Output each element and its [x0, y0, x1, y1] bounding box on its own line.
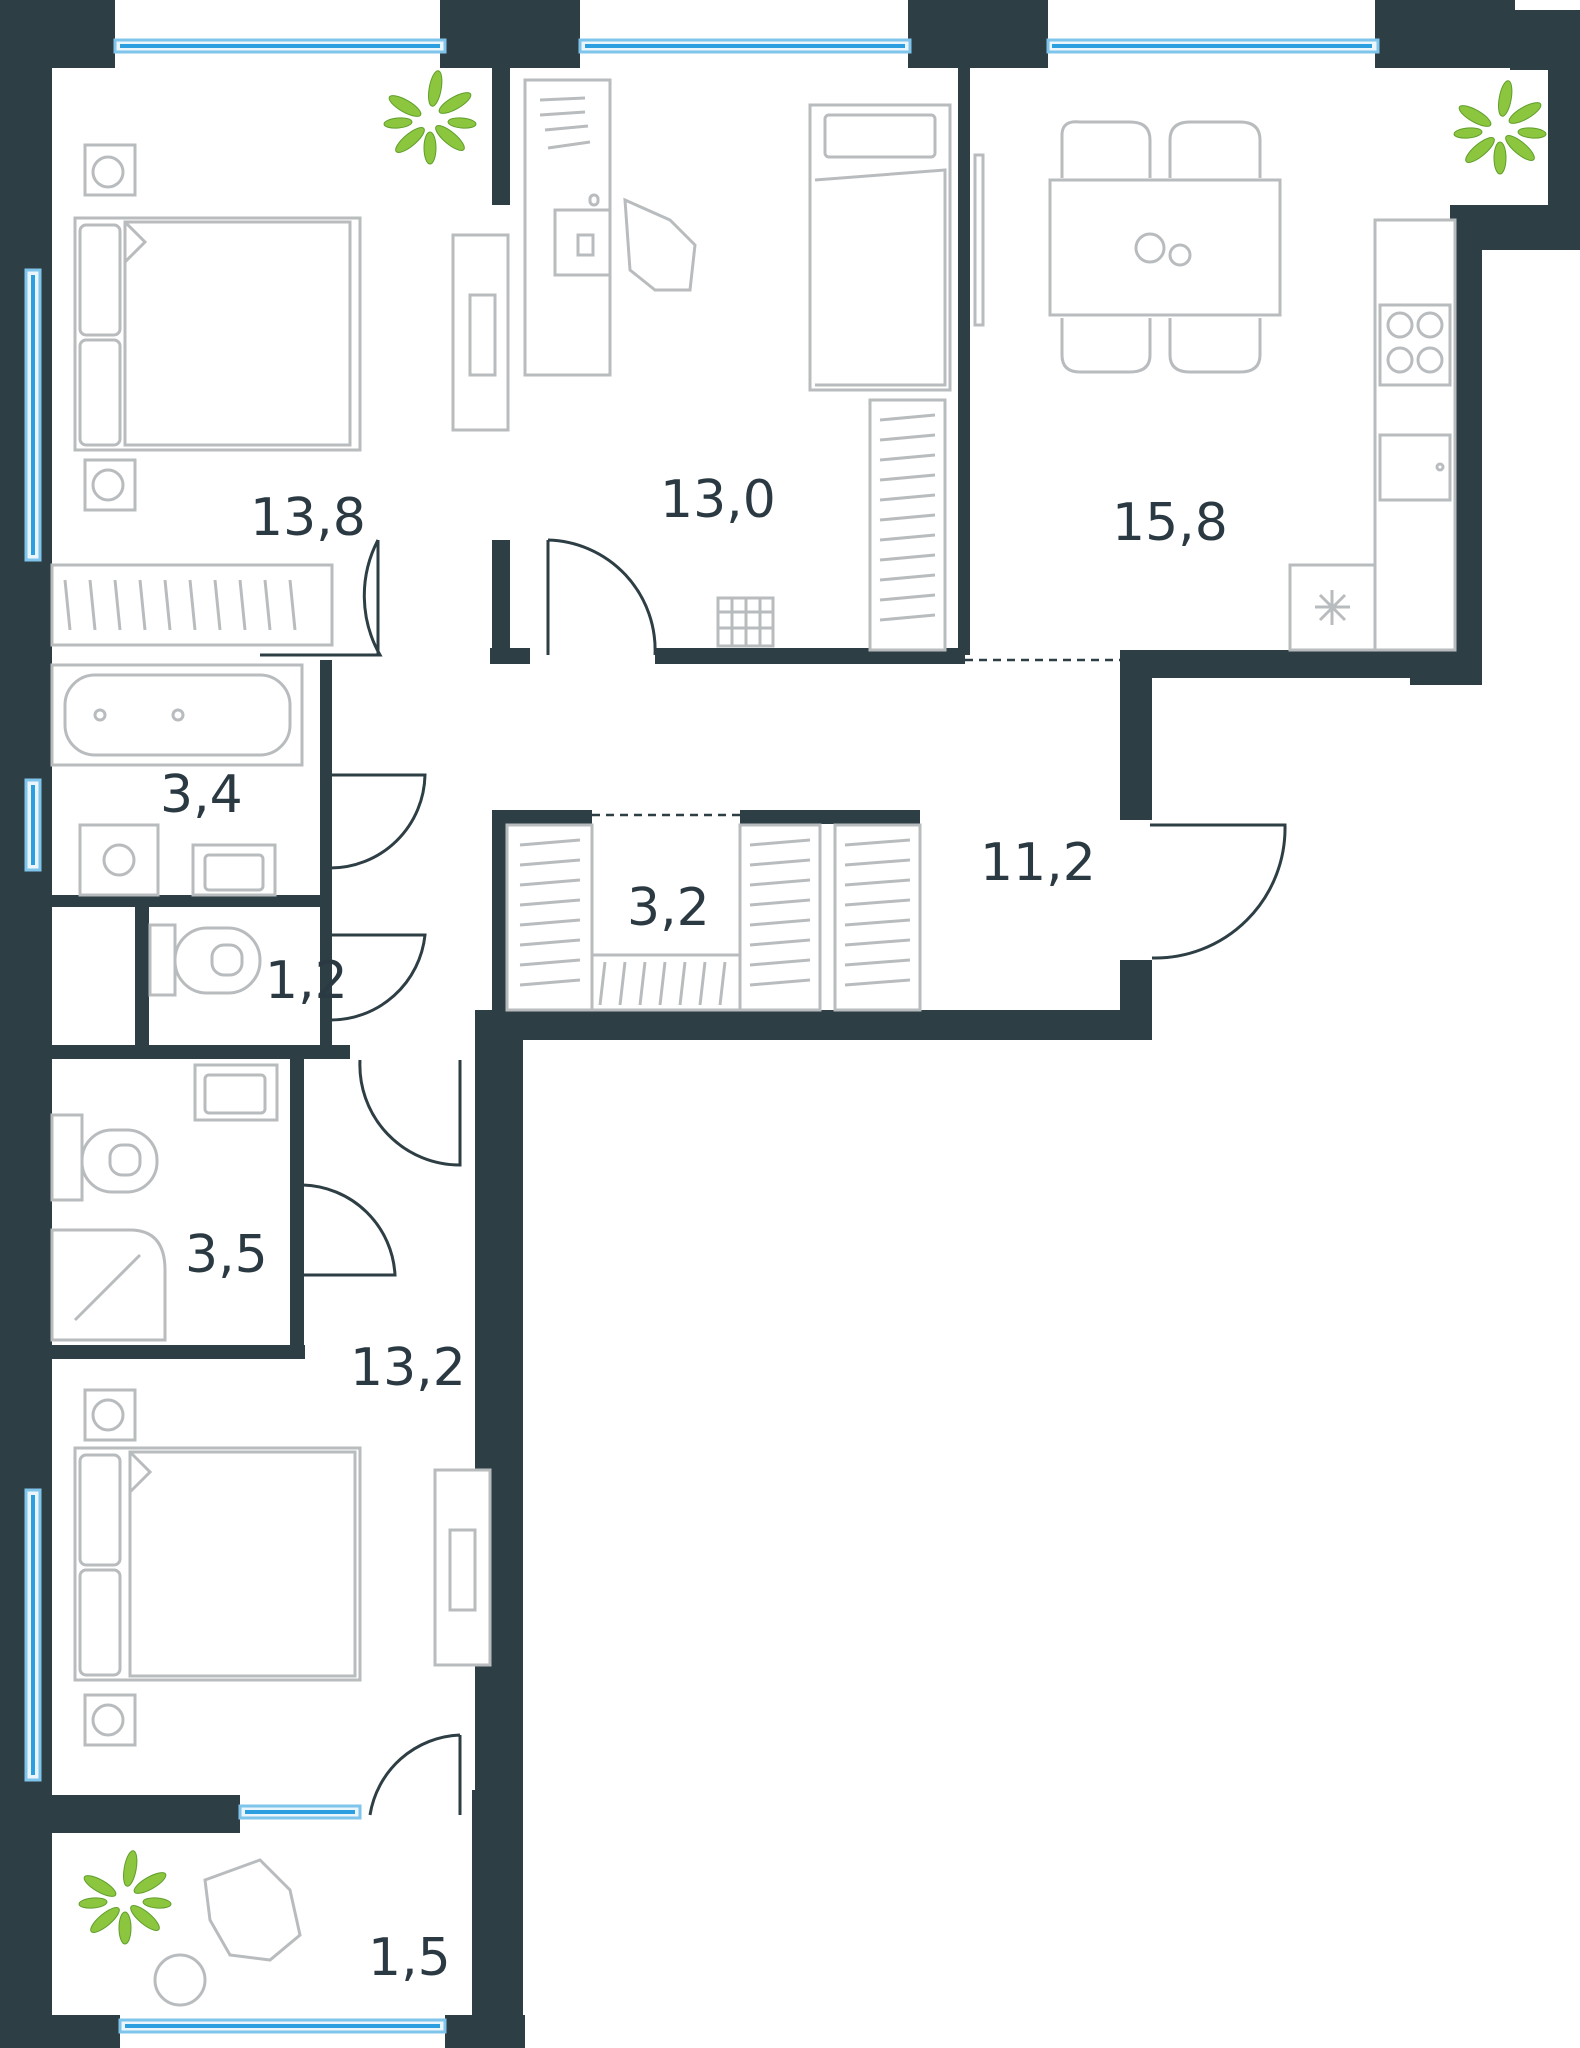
bedroom-3-area: 13,2	[350, 1338, 466, 1398]
storage-furniture	[505, 823, 922, 1012]
shower-room-furniture	[50, 1063, 279, 1342]
bathroom-area: 3,4	[160, 765, 243, 825]
bathroom-furniture	[50, 663, 304, 897]
balcony-area: 1,5	[368, 1928, 451, 1988]
bedroom-2-furniture	[523, 78, 952, 652]
plant-icon	[383, 70, 477, 165]
room-labels: 13,8 13,0 15,8 3,4 1,2 3,2 11,2 3,5 13,2…	[160, 470, 1228, 1988]
toilet-furniture	[148, 923, 262, 997]
toilet-area: 1,2	[265, 951, 348, 1011]
bedroom-1-furniture	[50, 143, 510, 647]
shower-room-area: 3,5	[185, 1225, 268, 1285]
storage-area: 3,2	[627, 878, 710, 938]
doors	[260, 538, 1287, 1816]
kitchen-living-area: 15,8	[1112, 493, 1228, 553]
plant-icon	[78, 1850, 172, 1945]
bedroom-2-area: 13,0	[660, 470, 776, 530]
hall-area: 11,2	[980, 833, 1096, 893]
bedroom-3-furniture	[73, 1388, 492, 1747]
windows	[24, 38, 1380, 2034]
plant-icon	[1453, 80, 1547, 175]
bedroom-1-area: 13,8	[250, 488, 366, 548]
balcony-furniture	[153, 1858, 302, 2007]
kitchen-furniture	[973, 120, 1457, 652]
